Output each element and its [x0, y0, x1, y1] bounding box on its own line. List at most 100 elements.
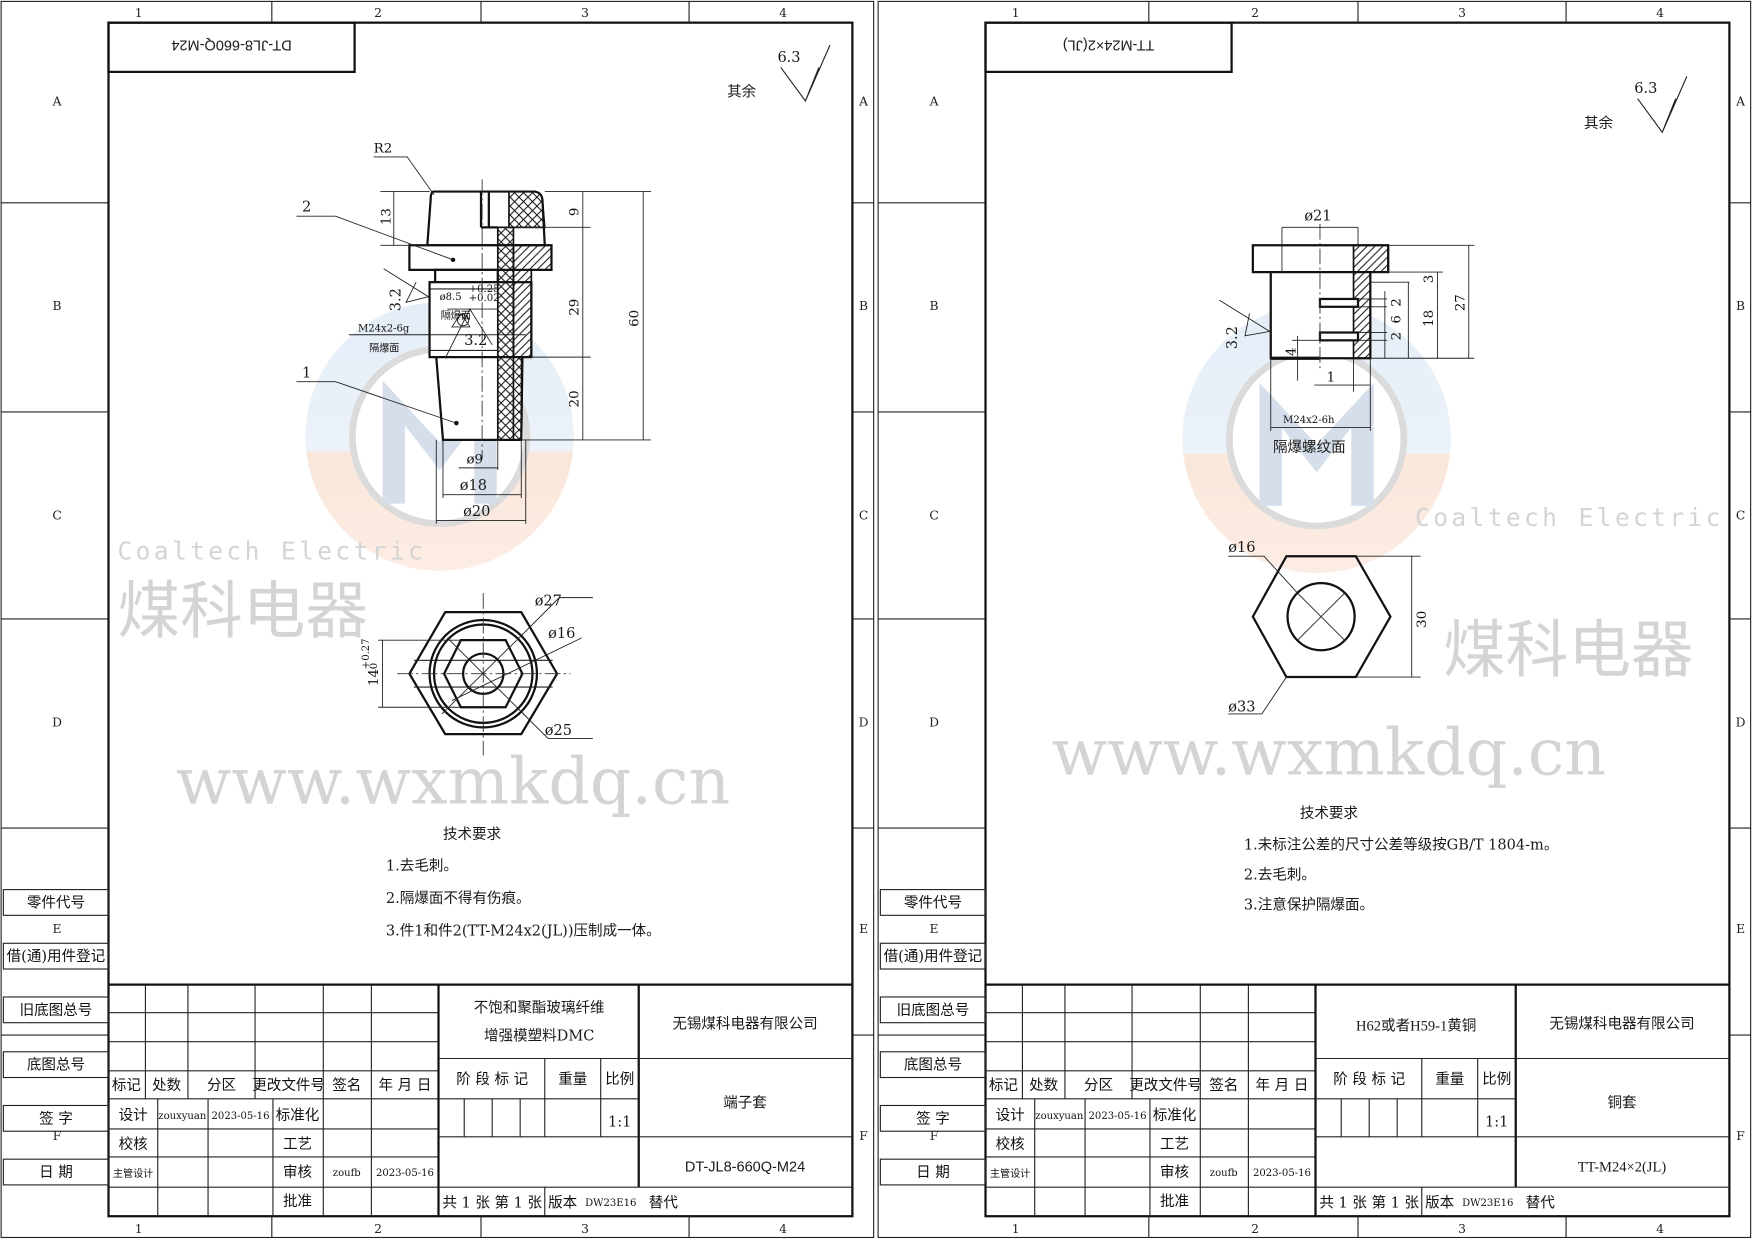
- section-view-terminal-sleeve: [296, 156, 652, 524]
- margin-label-box: [879, 942, 987, 970]
- zone-column-label: 1: [135, 1222, 143, 1236]
- flame-thread-face-label: 隔爆螺纹面: [1273, 439, 1346, 456]
- dim-width-14-tol-upper: +0.27: [361, 638, 372, 669]
- process-label: 工艺: [1160, 1136, 1189, 1153]
- revision-header: 分区: [207, 1077, 236, 1094]
- review-date: 2023-05-16: [1253, 1168, 1311, 1179]
- dim-height-29: 29: [567, 299, 582, 316]
- watermark-logo-right: [1182, 304, 1451, 574]
- margin-label-box: [879, 889, 987, 916]
- dim-bore-tol-lower: +0.02: [469, 293, 500, 304]
- replaces-label: 替代: [649, 1194, 679, 1211]
- zone-row-label: B: [859, 299, 868, 313]
- part-name: 铜套: [1607, 1095, 1637, 1112]
- zone-column-label: 1: [1012, 6, 1020, 20]
- watermark-brand-cn: 煤科电器: [117, 574, 368, 647]
- zone-row-label: D: [1736, 715, 1746, 729]
- roughness-value: 6.3: [1634, 81, 1657, 97]
- design-label: 设计: [119, 1107, 148, 1124]
- note-item: 2.隔爆面不得有伤痕。: [386, 890, 531, 907]
- design-label: 设计: [996, 1107, 1025, 1124]
- watermark-brand-cn: 煤科电器: [1443, 613, 1694, 686]
- margin-label-box: [879, 1158, 987, 1186]
- flame-face-label-small: 隔爆面: [441, 310, 471, 322]
- bottom-view-hex: [378, 593, 593, 756]
- margin-label-box: [879, 1051, 987, 1079]
- zone-row-label: F: [930, 1129, 939, 1143]
- margin-label: 日 期: [39, 1164, 73, 1181]
- margin-label: 底图总号: [904, 1057, 962, 1074]
- version-label: 版本: [1425, 1194, 1455, 1211]
- margin-label-box: [2, 1104, 110, 1132]
- review-label: 审核: [1160, 1164, 1189, 1181]
- roughness-rest-label: 其余: [1584, 114, 1614, 132]
- notes-title: 技术要求: [443, 826, 502, 843]
- dim-height-60: 60: [628, 310, 643, 327]
- revision-header: 标记: [989, 1077, 1018, 1094]
- thread-spec: M24x2-6g: [358, 323, 410, 334]
- dim-slot-2a: 2: [1390, 298, 1405, 307]
- section-view-copper-sleeve: [1219, 224, 1475, 715]
- mirrored-drawing-code: DT-JL8-660Q-M24: [171, 37, 291, 53]
- margin-label-box: [2, 1158, 110, 1186]
- zone-row-label: B: [53, 299, 62, 313]
- dim-height-4: 4: [1284, 347, 1299, 356]
- zone-row-label: B: [1736, 299, 1745, 313]
- margin-label-box: [2, 996, 110, 1024]
- check-label: 校核: [119, 1136, 148, 1153]
- design-date: 2023-05-16: [212, 1111, 270, 1122]
- dim-diameter-21: ø21: [1304, 209, 1331, 225]
- margin-label: 借(通)用件登记: [884, 948, 983, 965]
- designer-name: zouxyuan: [158, 1111, 207, 1122]
- zone-column-label: 3: [1458, 6, 1466, 20]
- dim-height-3: 3: [1422, 275, 1437, 284]
- zone-row-label: E: [930, 922, 939, 936]
- revision-header: 处数: [152, 1077, 182, 1094]
- zone-row-label: A: [929, 94, 939, 108]
- company-name: 无锡煤科电器有限公司: [1549, 1015, 1694, 1032]
- zone-column-label: 3: [581, 1222, 589, 1236]
- revision-header: 签名: [1209, 1077, 1238, 1094]
- zone-column-label: 2: [1251, 1222, 1259, 1236]
- item-number-2: 2: [302, 200, 311, 216]
- zone-row-label: B: [930, 299, 939, 313]
- reviewer-name: zoufb: [1210, 1168, 1238, 1179]
- dim-r2: R2: [374, 141, 393, 156]
- company-name: 无锡煤科电器有限公司: [672, 1015, 817, 1032]
- dim-diameter-18: ø18: [460, 478, 487, 494]
- replaces-label: 替代: [1526, 1194, 1556, 1211]
- margin-label: 底图总号: [27, 1057, 85, 1074]
- watermark-url: www.wxmkdq.cn: [1052, 715, 1606, 790]
- review-label: 审核: [283, 1164, 312, 1181]
- design-date: 2023-05-16: [1089, 1111, 1147, 1122]
- scale-value: 1:1: [1485, 1115, 1508, 1131]
- zone-row-label: E: [1736, 922, 1745, 936]
- mirrored-drawing-code: TT-M24×2(JL): [1063, 37, 1155, 53]
- margin-label: 借(通)用件登记: [7, 948, 106, 965]
- zone-row-label: D: [929, 715, 939, 729]
- process-label: 工艺: [283, 1136, 312, 1153]
- material-spec: H62或者H59-1黄铜: [1356, 1018, 1476, 1035]
- zone-column-label: 4: [779, 1222, 787, 1236]
- review-date: 2023-05-16: [376, 1168, 434, 1179]
- sheet-count: 共 1 张 第 1 张: [1319, 1193, 1419, 1211]
- version-value: DW23E16: [1462, 1198, 1513, 1209]
- dim-width-30: 30: [1415, 611, 1430, 628]
- revision-header: 更改文件号: [252, 1077, 325, 1094]
- version-value: DW23E16: [585, 1198, 636, 1209]
- margin-label: 签 字: [39, 1110, 73, 1127]
- dim-slot-2b: 2: [1390, 332, 1405, 341]
- margin-label-box: [2, 1051, 110, 1079]
- margin-label: 旧底图总号: [897, 1002, 970, 1019]
- zone-column-label: 1: [135, 6, 143, 20]
- dim-bore-tol-upper: +0.25: [469, 284, 500, 295]
- note-item: 1.去毛刺。: [386, 858, 458, 875]
- reviewer-name: zoufb: [333, 1168, 361, 1179]
- dim-bore-diameter: ø8.5: [440, 292, 462, 303]
- sheet-count: 共 1 张 第 1 张: [442, 1193, 542, 1211]
- watermark-url: www.wxmkdq.cn: [176, 744, 730, 819]
- zone-column-label: 3: [1458, 1222, 1466, 1236]
- mirrored-code-box: [107, 21, 356, 73]
